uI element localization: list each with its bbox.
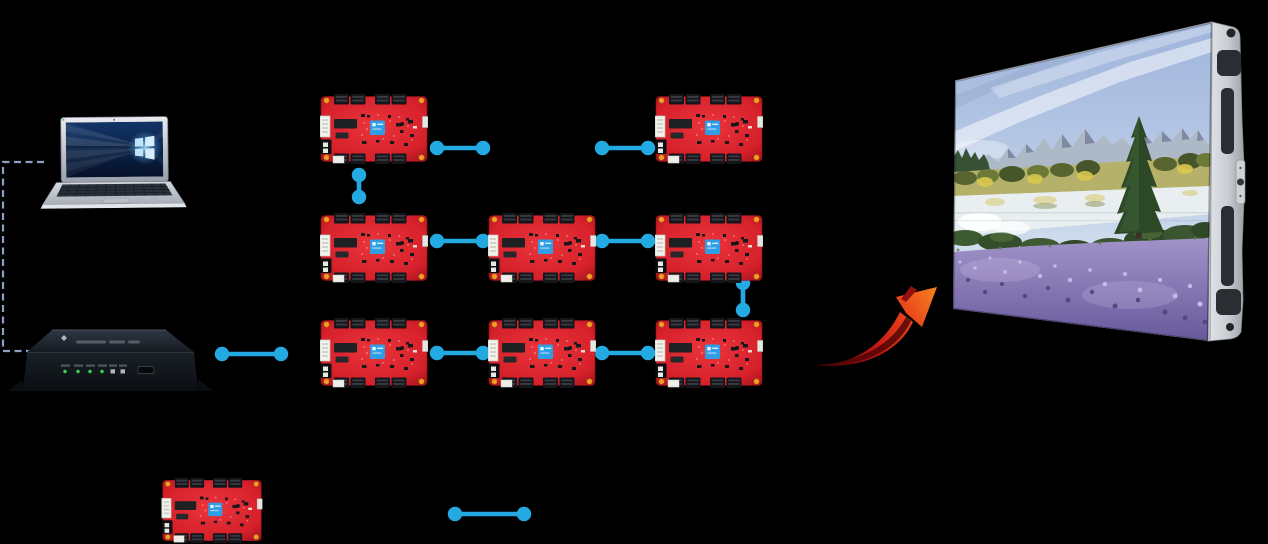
legend-receiving-card [161,477,263,544]
sending-box [8,329,213,391]
flow-arrow-icon [815,286,937,366]
windows-logo-icon [134,135,155,160]
cable-box-to-grid [214,346,289,362]
receiving-card-grid [320,93,763,389]
cable-row1-right [594,140,656,156]
cabinet-side [1207,21,1246,342]
receiving-card [655,212,763,284]
box-logo-icon [61,335,67,341]
receiving-card [655,317,763,389]
cable-row3-left [429,345,491,361]
laptop [40,116,187,211]
dip-switch [120,369,125,374]
cable-row2-right [594,233,656,249]
flower-field [953,236,1212,341]
cable-row3-right [594,345,656,361]
display-image [953,22,1212,341]
webcam-icon [113,118,116,121]
led-display-panel [953,21,1246,342]
dip-switch [110,369,115,374]
cable-row1-left [429,140,491,156]
receiving-card [320,212,428,284]
receiving-card [655,93,763,165]
box-port [137,366,155,374]
laptop-front-lip [40,203,187,209]
cable-row2-left [429,233,491,249]
box-label-text [76,340,140,344]
box-status-leds [63,369,104,374]
box-indicator-labels [61,364,127,367]
laptop-wallpaper [65,121,164,178]
receiving-card [488,212,596,284]
legend-cable [447,506,532,522]
network-cables [214,140,751,522]
pine-tree [1114,116,1164,238]
receiving-card [320,93,428,165]
laptop-trackpad [102,197,131,204]
receiving-card [488,317,596,389]
receiving-card [320,317,428,389]
power-led [62,118,65,121]
cable-vertical-left [351,167,367,205]
